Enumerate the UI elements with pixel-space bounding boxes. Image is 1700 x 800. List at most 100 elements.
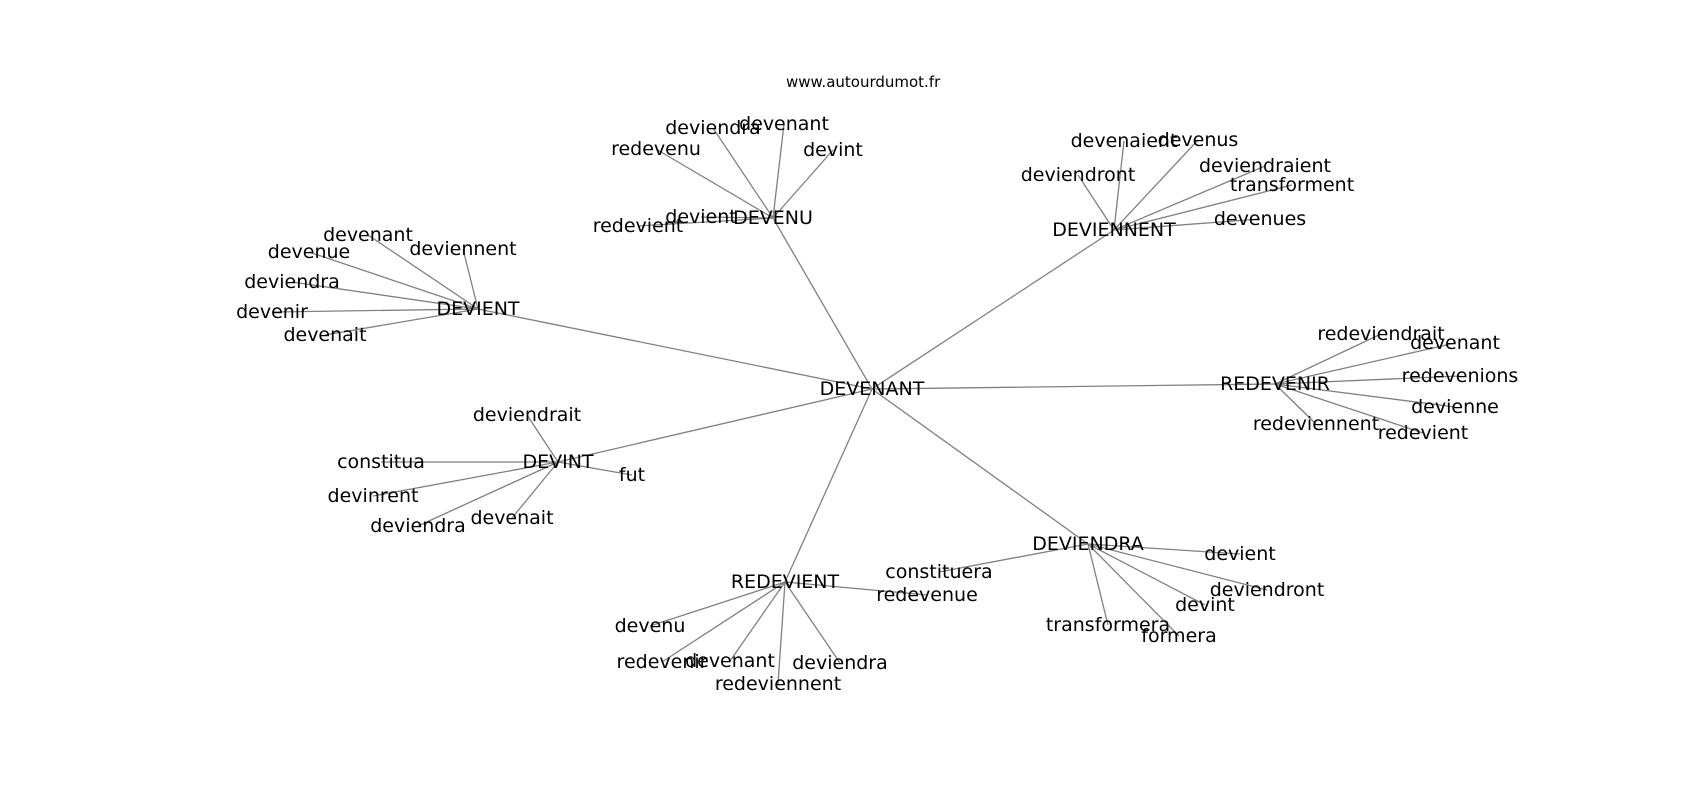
leaf-node-redevient-2: redevenir [617,651,708,673]
edge-devenu-2 [655,148,774,219]
leaf-node-devenu-5: redevient [593,215,684,237]
edge-deviennent-3 [1113,165,1266,231]
edge-deviendra-3 [1087,543,1206,606]
leaf-node-redevient-1: devenu [615,615,686,637]
edge-redevient-3 [729,581,786,662]
edge-redevient-1 [649,581,786,627]
leaf-node-devient-3: deviendra [244,271,340,293]
edge-redevient-2 [661,581,786,663]
leaf-node-redevient-4: deviendra [792,652,888,674]
edge-devient-5 [324,308,479,336]
hub-node-deviennent: DEVIENNENT [1052,219,1176,241]
edge-redevenir-0 [1274,333,1382,385]
leaf-node-deviendra-3: devint [1175,594,1235,616]
edge-deviendra-0 [1087,543,1241,555]
leaf-node-deviennent-2: deviendront [1021,164,1136,186]
edge-redevenir-4 [1274,383,1317,425]
leaf-node-deviendra-1: constituera [885,561,992,583]
leaf-node-devint-3: devinrent [328,485,419,507]
edge-deviendra-5 [1087,543,1180,637]
edge-redevenir-1 [1274,342,1456,385]
leaf-node-deviennent-3: deviendraient [1199,155,1331,177]
leaf-node-deviendra-5: formera [1141,625,1216,647]
edge-center-redevenir [871,383,1276,390]
leaf-node-redevenir-2: redevenions [1402,365,1519,387]
source-watermark: www.autourdumot.fr [786,73,941,91]
edge-devint-0 [526,414,559,463]
edge-redevenir-5 [1274,383,1424,434]
edge-devient-0 [367,234,479,310]
edge-devenu-3 [772,149,834,219]
leaf-node-redevenir-4: redeviennent [1253,413,1379,435]
edge-deviennent-4 [1113,184,1293,231]
edge-devint-4 [511,461,559,519]
edge-deviendra-1 [938,543,1089,573]
leaf-node-redevenir-1: devenant [1410,332,1500,354]
hub-node-devint: DEVINT [522,451,593,473]
edge-center-deviendra [871,388,1089,545]
edge-redevient-0 [784,581,928,596]
edge-redevient-4 [784,581,841,664]
leaf-node-devient-4: devenir [236,301,308,323]
edge-devient-3 [291,281,479,310]
leaf-node-devint-0: deviendrait [473,404,581,426]
edge-deviendra-2 [1087,543,1268,591]
hub-node-devient: DEVIENT [436,298,519,320]
edge-devenu-5 [637,217,774,227]
edge-redevenir-2 [1274,375,1461,385]
edge-devient-1 [308,251,479,310]
leaf-node-devient-0: devenant [323,224,413,246]
edge-deviendra-4 [1087,543,1109,626]
edge-center-redevient [784,388,873,583]
leaf-node-devenu-0: deviendra [665,117,761,139]
leaf-node-devenu-4: devient [665,206,736,228]
hub-node-redevient: REDEVIENT [731,571,840,593]
leaf-node-deviendra-2: deviendront [1210,579,1325,601]
leaf-node-devenu-3: devint [803,139,863,161]
edge-devient-4 [271,308,479,313]
edge-deviennent-1 [1113,139,1199,231]
edge-devint-5 [417,461,559,527]
leaf-node-redevenir-0: redeviendrait [1317,323,1444,345]
leaf-node-deviennent-4: transforment [1230,174,1354,196]
edge-devenu-1 [772,123,785,219]
edge-redevenir-3 [1274,383,1456,408]
hub-node-devenu: DEVENU [733,207,813,229]
edge-redevient-5 [777,581,786,685]
edge-devient-2 [462,248,479,310]
edge-devint-3 [372,461,559,497]
hub-node-redevenir: REDEVENIR [1220,373,1330,395]
leaf-node-redevenir-5: redevient [1378,422,1469,444]
leaf-node-redevient-5: redeviennent [715,673,841,695]
edge-devenu-0 [712,127,774,219]
edge-center-devint [557,388,873,463]
edge-center-deviennent [871,229,1115,390]
leaf-node-devenu-2: redevenu [611,138,701,160]
leaf-node-deviennent-1: devenus [1158,129,1239,151]
hub-node-deviendra: DEVIENDRA [1032,533,1144,555]
leaf-node-deviennent-0: devenaient [1071,130,1178,152]
leaf-node-devint-2: fut [619,464,645,486]
leaf-node-redevient-3: devenant [685,650,775,672]
edge-deviennent-2 [1077,174,1115,231]
edge-deviennent-5 [1113,218,1261,231]
leaf-node-devenu-1: devenant [739,113,829,135]
edge-devint-2 [557,461,633,476]
leaf-node-devient-2: deviennent [409,238,516,260]
leaf-node-redevient-0: redevenue [876,584,978,606]
leaf-node-devint-4: devenait [470,507,553,529]
edge-center-devenu [772,217,873,390]
edge-deviennent-0 [1113,140,1125,231]
edges-layer [271,123,1461,685]
leaf-node-devint-5: deviendra [370,515,466,537]
leaf-node-redevenir-3: devienne [1411,396,1499,418]
leaf-node-deviendra-0: devient [1204,543,1275,565]
leaf-node-devient-1: devenue [268,241,350,263]
leaf-node-devient-5: devenait [283,324,366,346]
center-node: DEVENANT [820,378,925,400]
edge-center-devient [477,308,873,390]
edge-devenu-4 [700,216,774,219]
leaf-node-deviendra-4: transformera [1046,614,1170,636]
